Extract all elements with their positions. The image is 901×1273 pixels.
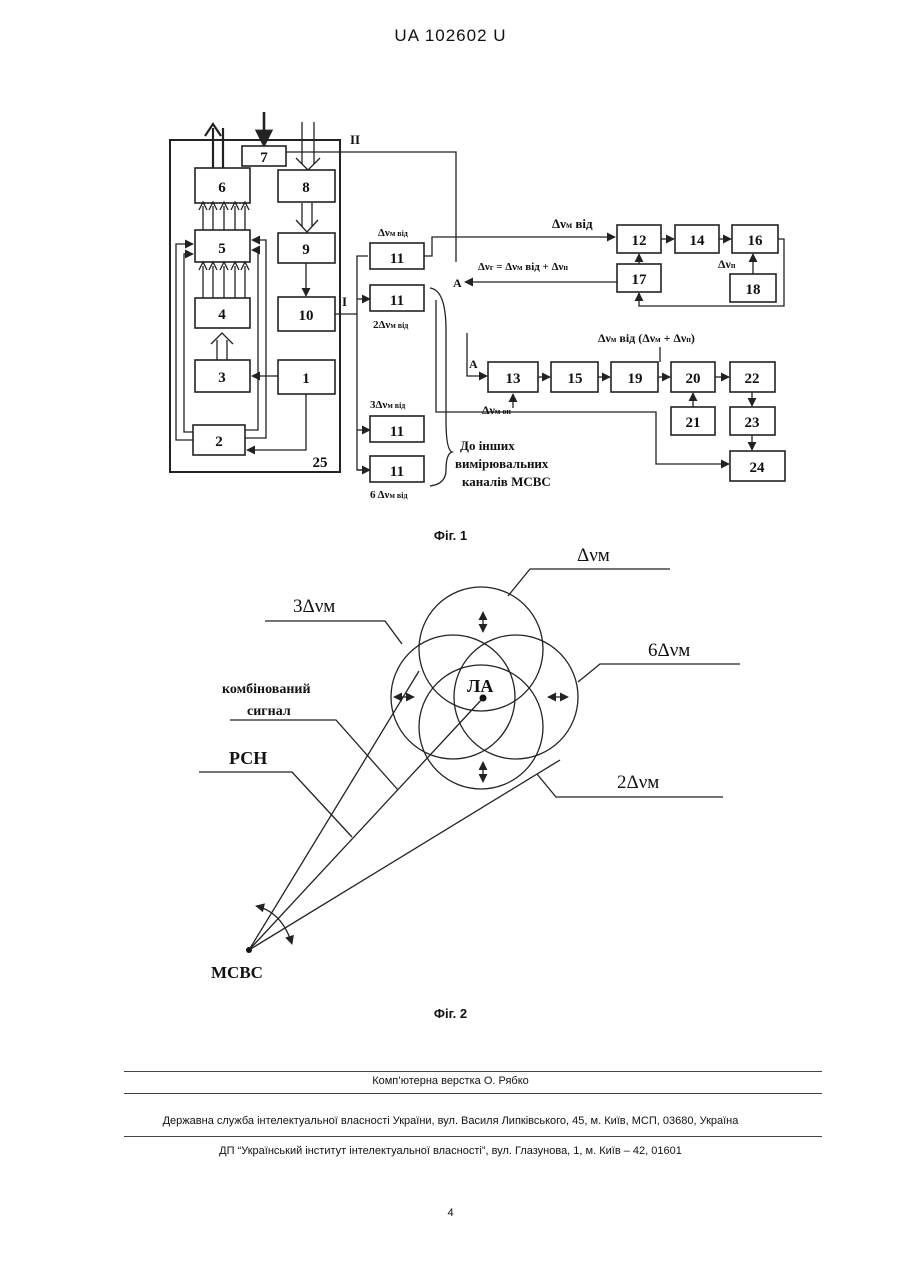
- block-17-label: 17: [632, 272, 648, 288]
- block-15-label: 15: [568, 371, 583, 387]
- label-a-1: А: [453, 276, 462, 290]
- block-14-label: 14: [690, 233, 706, 249]
- block-16-label: 16: [748, 233, 764, 249]
- figure-2-caption: Фіг. 2: [0, 1006, 901, 1021]
- label-combined-2: сигнал: [247, 704, 291, 719]
- divider-2: [124, 1093, 822, 1094]
- page-number: 4: [0, 1207, 901, 1219]
- arrow-scan: [256, 906, 292, 944]
- label-rsn: РСН: [229, 748, 267, 768]
- label-ii: II: [350, 132, 360, 147]
- figure-1-block-diagram: 6 7 8 5 9 4 10 3 1 2: [170, 112, 785, 501]
- other-channels-3: каналів МСВС: [462, 474, 551, 489]
- label-dv-6: 6 Δνм від: [370, 489, 408, 501]
- block-23-label: 23: [745, 415, 760, 431]
- other-channels-1: До інших: [460, 438, 515, 453]
- arrow-11-12: [424, 237, 615, 256]
- other-channels-2: вимірювальних: [455, 456, 549, 471]
- block-18-label: 18: [746, 282, 761, 298]
- block-22-label: 22: [745, 371, 760, 387]
- label-dvm-op: Δνм оп: [482, 403, 511, 417]
- block-25-label: 25: [313, 455, 328, 471]
- label-6dvm: 6Δνм: [648, 640, 690, 661]
- leader-rsn: [199, 772, 352, 837]
- block-5-label: 5: [218, 241, 226, 257]
- layout-credit: Комп’ютерна верстка О. Рябко: [0, 1075, 901, 1087]
- block-11a-label: 11: [390, 251, 404, 267]
- label-dv-2: 2Δνм від: [373, 319, 408, 331]
- block-8-label: 8: [302, 180, 310, 196]
- leader-dvm: [508, 569, 670, 596]
- block-13-label: 13: [506, 371, 521, 387]
- leader-6dvm: [578, 664, 740, 682]
- label-formula: Δνм від (Δνм + Δνп): [598, 331, 695, 345]
- ray-2: [249, 698, 483, 950]
- label-msvs: МСВС: [211, 963, 263, 982]
- divider-3: [124, 1136, 822, 1137]
- block-3-label: 3: [218, 370, 226, 386]
- label-la: ЛА: [467, 676, 493, 696]
- label-dvm-vid: Δνм від: [552, 216, 593, 231]
- leader-3dvm: [265, 621, 402, 644]
- divider-1: [124, 1071, 822, 1072]
- ray-3: [249, 760, 560, 950]
- block-4-label: 4: [218, 307, 226, 323]
- institute-address: ДП “Український інститут інтелектуальної…: [0, 1145, 901, 1157]
- block-24-label: 24: [750, 460, 766, 476]
- block-1-label: 1: [302, 371, 310, 387]
- block-9-label: 9: [302, 242, 310, 258]
- figure-1-caption: Фіг. 1: [0, 528, 901, 543]
- label-dv-top: Δνм від: [378, 227, 408, 239]
- figure-2-diagram: Δνм 3Δνм 6Δνм 2Δνм комбінований сигнал Р…: [199, 545, 740, 982]
- label-dv-3: 3Δνм від: [370, 399, 405, 411]
- block-2-label: 2: [215, 434, 223, 450]
- block-10-label: 10: [299, 308, 314, 324]
- block-21-label: 21: [686, 415, 701, 431]
- block-11c-label: 11: [390, 424, 404, 440]
- label-combined-1: комбінований: [222, 682, 311, 697]
- label-i: I: [342, 294, 347, 309]
- block-19-label: 19: [628, 371, 643, 387]
- label-a-2: А: [469, 357, 478, 371]
- brace: [430, 288, 452, 486]
- label-2dvm: 2Δνм: [617, 772, 659, 793]
- block-11b-label: 11: [390, 293, 404, 309]
- block-20-label: 20: [686, 371, 701, 387]
- block-12-label: 12: [632, 233, 647, 249]
- label-dvm: Δνм: [577, 545, 610, 566]
- block-6-label: 6: [218, 180, 226, 196]
- label-dvp: Δνп: [718, 257, 736, 271]
- label-eq-17: Δνг = Δνм від + Δνп: [478, 261, 568, 273]
- label-3dvm: 3Δνм: [293, 596, 335, 617]
- block-7-label: 7: [260, 150, 268, 166]
- bus-i-vertical: [357, 256, 368, 470]
- block-11d-label: 11: [390, 464, 404, 480]
- office-address: Державна служба інтелектуальної власност…: [0, 1115, 901, 1127]
